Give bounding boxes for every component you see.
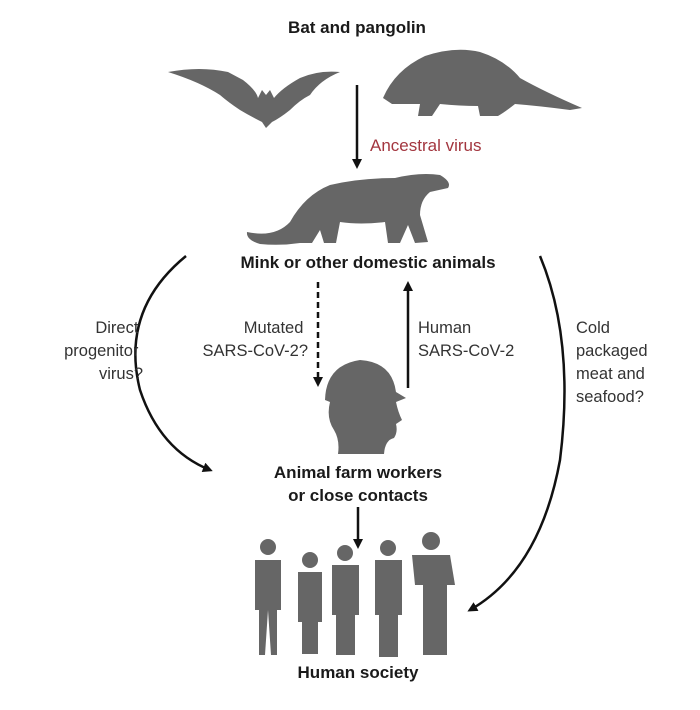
edge-human-label: Human SARS-CoV-2 (418, 319, 514, 360)
direct-progenitor-arrow (134, 255, 213, 473)
people-icon (255, 532, 455, 657)
edge-mutated-label: Mutated SARS-CoV-2? (203, 319, 308, 360)
node-society: Human society (298, 663, 419, 682)
cold-packaged-arrow (467, 255, 566, 612)
edge-direct-label: Direct progenitor virus? (64, 319, 143, 383)
pangolin-icon (383, 49, 582, 116)
node-bat-pangolin: Bat and pangolin (288, 18, 426, 37)
node-mink: Mink or other domestic animals (240, 253, 495, 272)
node-workers-line1: Animal farm workers (274, 463, 442, 482)
worker-head-icon (325, 360, 406, 454)
edge-cold-label: Cold packaged meat and seafood? (576, 319, 652, 406)
edge-ancestral-label: Ancestral virus (370, 136, 481, 155)
bat-icon (168, 69, 340, 128)
node-workers-line2: or close contacts (288, 486, 428, 505)
mink-icon (246, 174, 449, 245)
